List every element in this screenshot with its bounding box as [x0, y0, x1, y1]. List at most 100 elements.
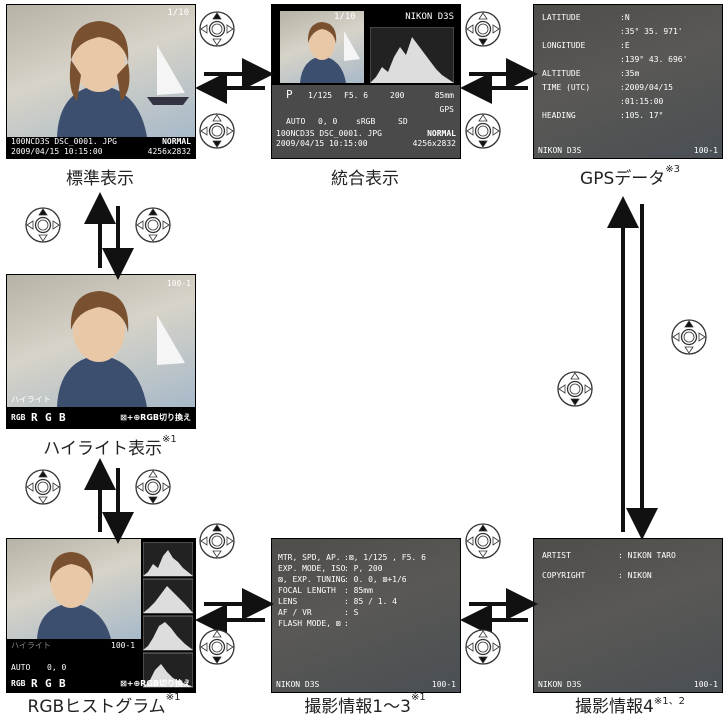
info-row-label: AF / VR	[278, 608, 312, 617]
portrait-illustration	[57, 21, 189, 137]
info-row-value: :139° 43. 696'	[620, 55, 688, 64]
highlight-channel-r: R	[31, 411, 38, 424]
info-row-label: ALTITUDE	[542, 69, 581, 78]
multi-selector-up-icon	[199, 523, 235, 559]
highlight-channel-b: B	[59, 411, 66, 424]
overview-camera: NIKON D3S	[405, 12, 454, 22]
caption-shooting-info4: 撮影情報4※1、2	[540, 692, 720, 717]
file-name: 100NCD3S DSC_0001. JPG	[11, 137, 117, 146]
info-row-value: : 85 / 1. 4	[344, 597, 397, 606]
standard-view-screen: 1/10 100NCD3S DSC_0001. JPG NORMAL 2009/…	[6, 4, 196, 159]
overview-frame: 1/10	[334, 12, 356, 22]
caption-shooting-info: 撮影情報1～3※1	[280, 692, 450, 717]
shoot4-frame: 100-1	[693, 680, 718, 689]
date-time: 2009/04/15 10:15:00	[11, 147, 103, 156]
multi-selector-up-icon	[671, 319, 707, 355]
caption-rgb-note: ※1	[165, 692, 181, 703]
caption-highlight-note: ※1	[161, 434, 177, 445]
info-row-label: LENS	[278, 597, 298, 606]
highlight-rgb-label: RGB	[11, 413, 26, 422]
multi-selector-down-icon	[465, 11, 501, 47]
caption-gps-note: ※3	[665, 164, 680, 175]
caption-gps: GPSデータ※3	[560, 164, 700, 189]
overview-picture: SD	[398, 117, 408, 126]
gps-screen: LATITUDE:N:35° 35. 971'LONGITUDE:E:139° …	[533, 4, 723, 159]
multi-selector-up-icon	[135, 207, 171, 243]
multi-selector-up-icon	[25, 207, 61, 243]
rgb-wb: AUTO	[11, 663, 31, 672]
highlight-screen: 100-1 ハイライト RGB R G B ⊠+⊕RGB切り換え	[6, 274, 196, 429]
gps-frame: 100-1	[693, 146, 718, 155]
info-row-value: : NIKON TARO	[618, 551, 676, 560]
highlight-channel-g: G	[45, 411, 52, 424]
highlight-portrait-illustration	[57, 291, 185, 407]
caption-shoot4-text: 撮影情報4	[575, 697, 654, 717]
frame-counter: 1/10	[167, 8, 189, 18]
caption-rgb-histogram: RGBヒストグラム※1	[4, 692, 204, 717]
info-row-label: MTR, SPD, AP.	[278, 553, 341, 562]
multi-selector-up-icon	[199, 11, 235, 47]
info-row-value: :	[344, 619, 349, 628]
overview-shutter: 1/125	[308, 91, 333, 100]
highlight-switch-hint: ⊠+⊕RGB切り換え	[120, 413, 191, 422]
info-row-value: : P, 200	[344, 564, 383, 573]
caption-shoot4-note: ※1、2	[653, 696, 685, 707]
info-row-label: HEADING	[542, 111, 576, 120]
caption-shoot-text: 撮影情報1～3	[304, 697, 411, 717]
shoot4-camera: NIKON D3S	[538, 680, 582, 689]
rgb-histogram-screen: ハイライト 100-1 AUTO 0, 0 RGB R G B ⊠+⊕RGB切り…	[6, 538, 196, 693]
info-row-label: LONGITUDE	[542, 41, 586, 50]
caption-overview: 統合表示	[331, 169, 399, 189]
info-row-label: ⊠, EXP. TUNING	[278, 575, 346, 584]
info-row-value: :2009/04/15	[620, 83, 673, 92]
overview-size: 4256x2832	[412, 139, 456, 148]
overview-gps: GPS	[439, 105, 454, 114]
info-row-value: : 85mm	[344, 586, 373, 595]
info-row-label: LATITUDE	[542, 13, 581, 22]
info-row-label: FLASH MODE, ⊠	[278, 619, 341, 628]
rgb-portrait-illustration	[37, 552, 111, 639]
caption-shoot-note: ※1	[410, 692, 426, 703]
overview-wb-adj: 0, 0	[318, 117, 338, 126]
rgb-channel-r: R	[31, 677, 38, 690]
info-row-value: : 0. 0, ⊠+1/6	[344, 575, 407, 584]
info-row-value: :35m	[620, 69, 640, 78]
overview-portrait-illustration	[300, 22, 360, 83]
overview-colorspace: sRGB	[356, 117, 376, 126]
info-row-value: :105. 17°	[620, 111, 664, 120]
rgb-frame: 100-1	[111, 641, 136, 650]
overview-screen: 1/10 NIKON D3S P 1/125 F5. 6 200 85mm GP…	[271, 4, 461, 159]
rgb-rgb-label: RGB	[11, 679, 26, 688]
shoot-camera: NIKON D3S	[276, 680, 320, 689]
highlight-label: ハイライト	[11, 395, 51, 404]
rgb-channel-b: B	[59, 677, 66, 690]
info-row-value: :N	[620, 13, 630, 22]
gps-camera: NIKON D3S	[538, 146, 582, 155]
overview-info-panel	[272, 85, 460, 158]
info-row-label: COPYRIGHT	[542, 571, 586, 580]
caption-rgb-text: RGBヒストグラム	[27, 697, 166, 717]
caption-standard: 標準表示	[66, 169, 134, 189]
image-quality: NORMAL	[162, 137, 191, 146]
caption-gps-text: GPSデータ	[580, 169, 666, 189]
info-row-label: FOCAL LENGTH	[278, 586, 336, 595]
multi-selector-down-icon	[199, 629, 235, 665]
overview-mode: P	[286, 88, 293, 101]
info-row-value: : S	[344, 608, 359, 617]
overview-quality: NORMAL	[427, 129, 456, 138]
info-row-value: : NIKON	[618, 571, 652, 580]
overview-file: 100NCD3S DSC_0001. JPG	[276, 129, 382, 138]
info-row-label: EXP. MODE, ISO	[278, 564, 346, 573]
info-row-value: :⊠, 1/125 , F5. 6	[344, 553, 426, 562]
multi-selector-down-icon	[557, 371, 593, 407]
overview-focal: 85mm	[434, 91, 454, 100]
image-size: 4256x2832	[147, 147, 191, 156]
rgb-channel-g: G	[45, 677, 52, 690]
multi-selector-down-icon	[199, 113, 235, 149]
info-row-value: :E	[620, 41, 630, 50]
overview-wb: AUTO	[286, 117, 306, 126]
multi-selector-down-icon	[465, 113, 501, 149]
overview-iso: 200	[390, 91, 405, 100]
